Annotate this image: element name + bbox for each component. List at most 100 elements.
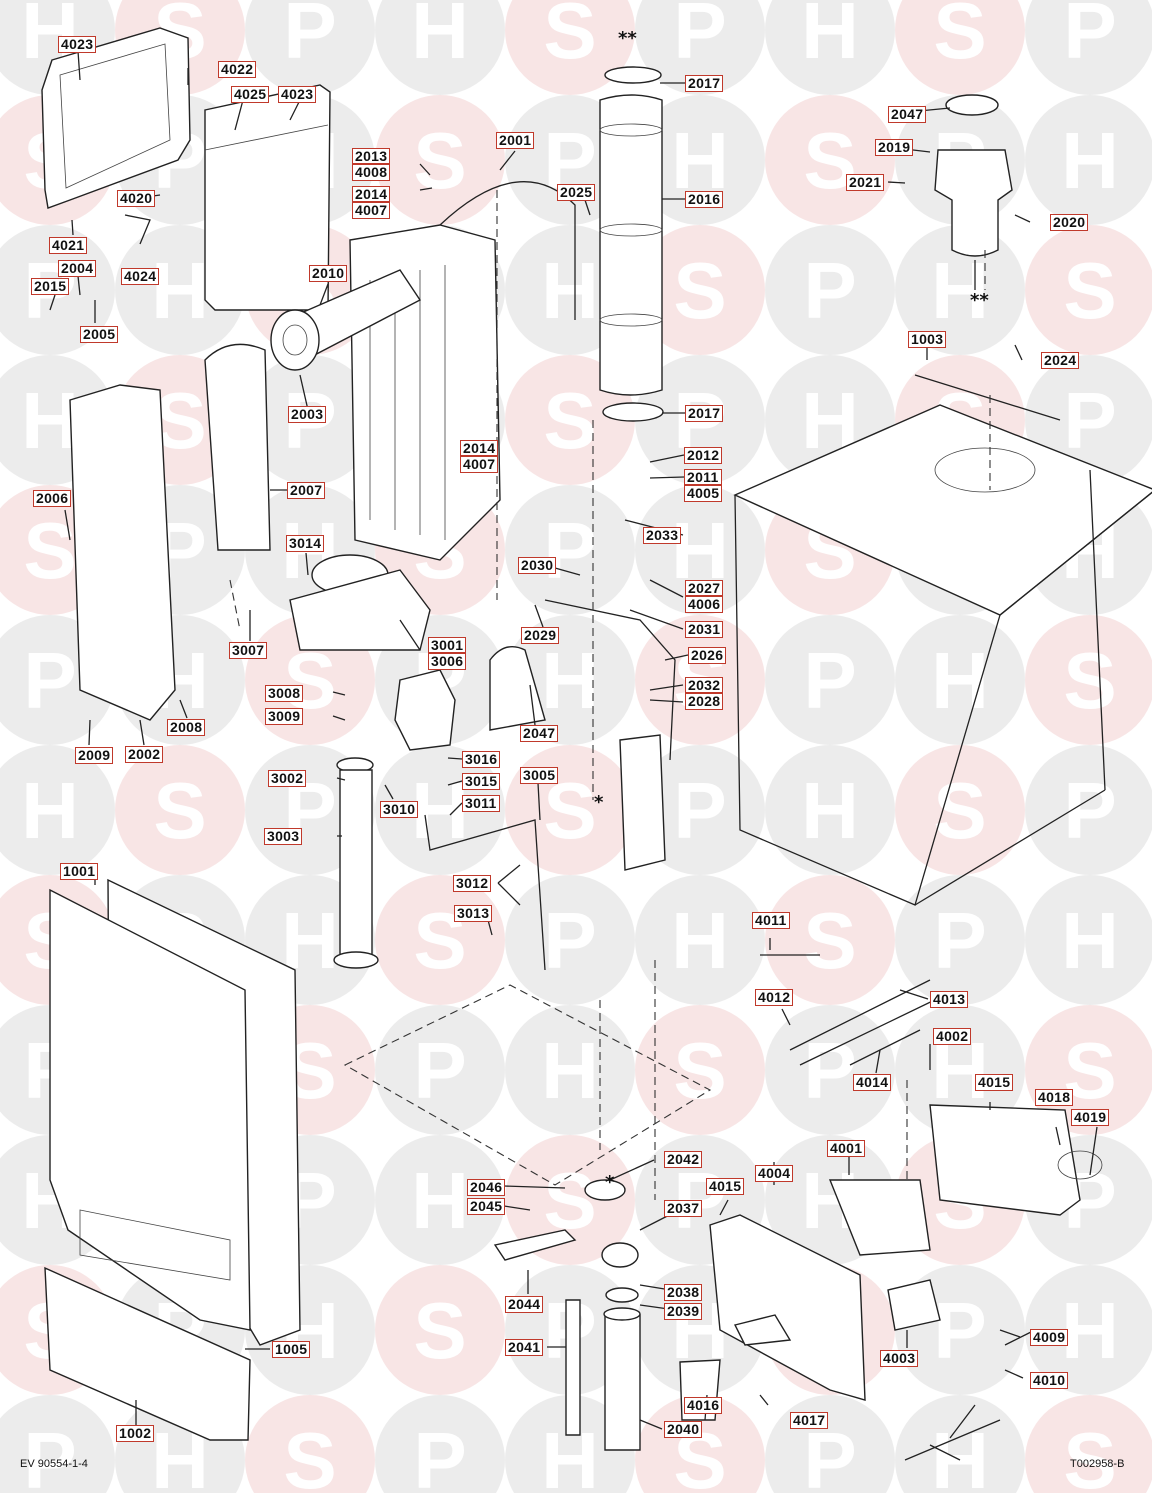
part-label[interactable]: 2005 — [80, 326, 119, 343]
part-label[interactable]: 2047 — [520, 725, 559, 742]
part-label[interactable]: 4010 — [1030, 1372, 1069, 1389]
part-label[interactable]: 2016 — [685, 191, 724, 208]
part-label[interactable]: 1003 — [908, 331, 947, 348]
part-label[interactable]: 2046 — [467, 1179, 506, 1196]
part-label[interactable]: 2014 — [460, 440, 499, 456]
part-label[interactable]: 4018 — [1035, 1089, 1074, 1106]
part-label[interactable]: 2045 — [467, 1198, 506, 1215]
part-label[interactable]: 2003 — [288, 406, 327, 423]
watermark-letter: H — [931, 636, 989, 725]
part-label[interactable]: 2026 — [688, 647, 727, 664]
part-label[interactable]: 4012 — [755, 989, 794, 1006]
part-label[interactable]: 3014 — [286, 535, 325, 552]
part-label[interactable]: 2017 — [685, 75, 724, 92]
part-label[interactable]: 2006 — [33, 490, 72, 507]
part-label[interactable]: 3008 — [265, 685, 304, 702]
part-label[interactable]: 2009 — [75, 747, 114, 764]
part-label[interactable]: 4002 — [933, 1028, 972, 1045]
part-label[interactable]: 2002 — [125, 746, 164, 763]
watermark-circle — [635, 875, 765, 1005]
part-label[interactable]: 3012 — [453, 875, 492, 892]
part-label[interactable]: 2031 — [685, 621, 724, 638]
watermark-letter: P — [673, 0, 726, 75]
watermark-letter: P — [413, 1026, 466, 1115]
part-label[interactable]: 2015 — [31, 278, 70, 295]
part-label[interactable]: 4023 — [58, 36, 97, 53]
part-label[interactable]: 2033 — [643, 527, 682, 544]
part-label[interactable]: 2040 — [664, 1421, 703, 1438]
part-label[interactable]: 4019 — [1071, 1109, 1110, 1126]
part-label[interactable]: 4017 — [790, 1412, 829, 1429]
venturi-part — [333, 757, 379, 969]
part-label[interactable]: 1002 — [116, 1425, 155, 1442]
part-label[interactable]: 4015 — [975, 1074, 1014, 1091]
part-label[interactable]: 2030 — [518, 557, 557, 574]
part-label[interactable]: 3002 — [268, 770, 307, 787]
part-label[interactable]: 2038 — [664, 1284, 703, 1301]
part-label[interactable]: 2010 — [309, 265, 348, 282]
part-label[interactable]: 4022 — [218, 61, 257, 78]
part-label[interactable]: 2032 — [685, 677, 724, 693]
part-label[interactable]: 1001 — [60, 863, 99, 880]
part-label[interactable]: 2028 — [685, 692, 724, 710]
watermark-circle — [635, 745, 765, 875]
part-label[interactable]: 3011 — [462, 795, 500, 812]
part-label[interactable]: 4003 — [880, 1350, 919, 1367]
part-label[interactable]: 4020 — [117, 190, 156, 207]
part-label[interactable]: 4009 — [1030, 1329, 1069, 1346]
part-label[interactable]: 3003 — [264, 828, 303, 845]
part-label[interactable]: 4025 — [231, 86, 270, 103]
part-label[interactable]: 4013 — [930, 991, 969, 1008]
part-label[interactable]: 4011 — [752, 912, 790, 929]
gas-pipe-part — [424, 814, 546, 971]
part-label[interactable]: 3007 — [229, 642, 268, 659]
part-label[interactable]: 2011 — [684, 469, 722, 485]
part-label[interactable]: 2001 — [496, 132, 535, 149]
part-label[interactable]: 1005 — [272, 1341, 311, 1358]
part-label[interactable]: 2012 — [684, 447, 723, 464]
part-label[interactable]: 4006 — [685, 595, 724, 613]
part-label[interactable]: 4014 — [853, 1074, 892, 1091]
part-label[interactable]: 3013 — [454, 905, 493, 922]
part-label[interactable]: 4004 — [755, 1165, 794, 1182]
watermark-circle — [1025, 1395, 1152, 1493]
part-label[interactable]: 2021 — [846, 174, 885, 191]
part-label[interactable]: 2025 — [557, 184, 596, 201]
part-label[interactable]: 2017 — [685, 405, 724, 422]
part-label[interactable]: 2004 — [58, 260, 97, 277]
part-label[interactable]: 3015 — [462, 773, 501, 790]
part-label[interactable]: 4015 — [706, 1178, 745, 1195]
part-label[interactable]: 3009 — [265, 708, 304, 725]
part-label[interactable]: 2007 — [287, 482, 326, 499]
part-label[interactable]: 2039 — [664, 1303, 703, 1320]
part-label[interactable]: 2019 — [875, 139, 914, 156]
part-label[interactable]: 4024 — [121, 268, 160, 285]
part-label[interactable]: 2029 — [521, 627, 560, 644]
part-label[interactable]: 3005 — [520, 767, 559, 784]
part-label[interactable]: 2027 — [685, 580, 724, 596]
part-label[interactable]: 2044 — [505, 1296, 544, 1313]
part-label[interactable]: 3016 — [462, 751, 501, 768]
part-label[interactable]: 2008 — [167, 719, 206, 736]
part-label[interactable]: 4023 — [278, 86, 317, 103]
part-label[interactable]: 2020 — [1050, 214, 1089, 231]
part-label[interactable]: 4008 — [352, 163, 391, 181]
part-label[interactable]: 2014 — [352, 186, 391, 202]
part-label[interactable]: 2041 — [505, 1339, 544, 1356]
part-label[interactable]: 2013 — [352, 148, 391, 164]
part-label[interactable]: 4021 — [49, 237, 88, 254]
part-label[interactable]: 2037 — [664, 1200, 703, 1217]
part-label[interactable]: 4007 — [460, 455, 499, 473]
part-label[interactable]: 4007 — [352, 201, 391, 219]
watermark-letter: S — [933, 0, 986, 75]
part-label[interactable]: 4005 — [684, 484, 723, 502]
part-label[interactable]: 2047 — [888, 106, 927, 123]
part-label[interactable]: 2042 — [664, 1151, 703, 1168]
part-label[interactable]: 3006 — [428, 652, 467, 670]
part-label[interactable]: 4016 — [684, 1397, 723, 1414]
part-label[interactable]: 3001 — [428, 637, 467, 653]
part-label[interactable]: 3010 — [380, 801, 419, 818]
part-label[interactable]: 4001 — [827, 1140, 866, 1157]
star-marker: * — [605, 1172, 615, 1193]
part-label[interactable]: 2024 — [1041, 352, 1080, 369]
